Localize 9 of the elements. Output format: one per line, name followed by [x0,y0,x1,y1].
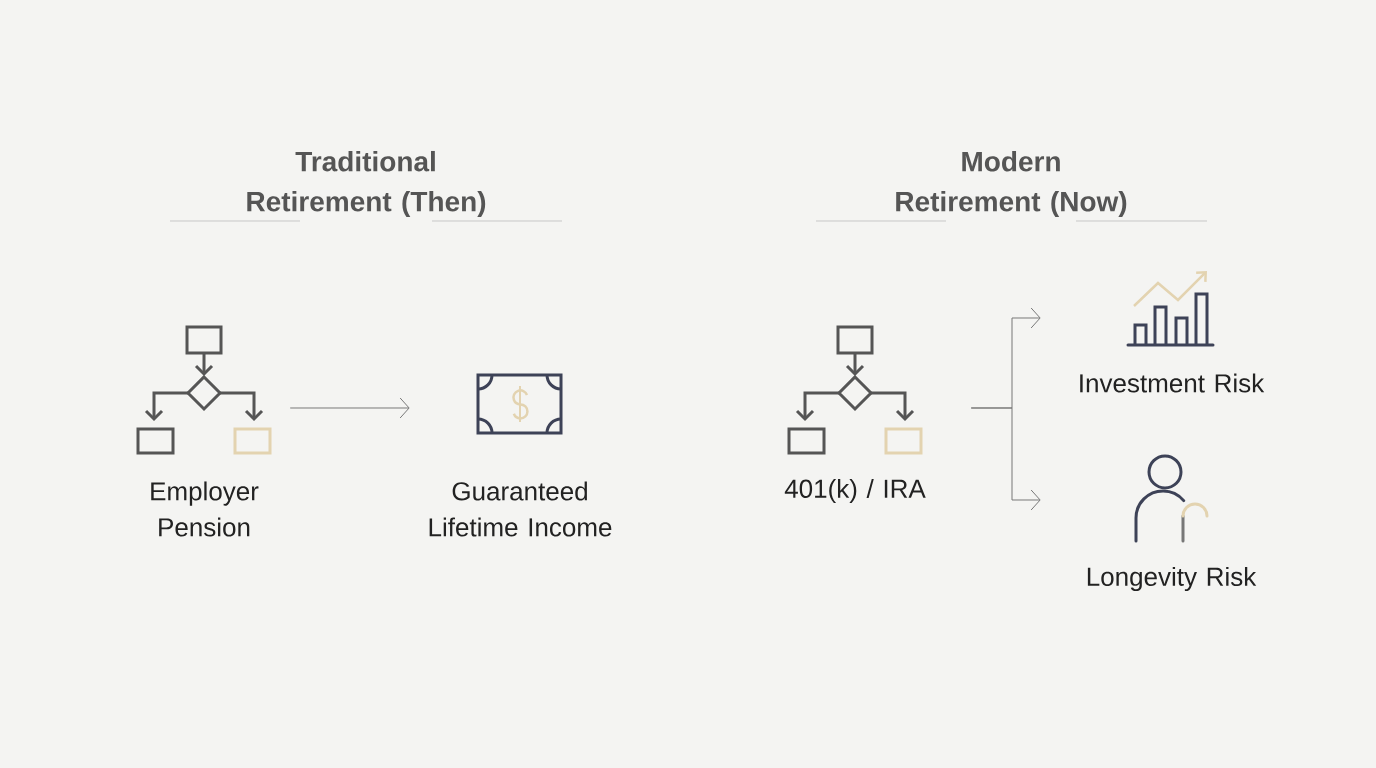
arrow [289,397,410,419]
section-heading: Traditional Retirement (Then) [247,150,486,218]
node-label: Guaranteed Lifetime Income [429,481,612,537]
node-label: 401(k) / IRA [784,478,926,504]
node-label: Employer Pension [151,481,259,537]
section-heading: Modern Retirement (Now) [896,150,1127,218]
node-label: Investment Risk [1080,373,1265,393]
arrow [970,407,1041,511]
node-label: Longevity Risk [1087,566,1257,592]
